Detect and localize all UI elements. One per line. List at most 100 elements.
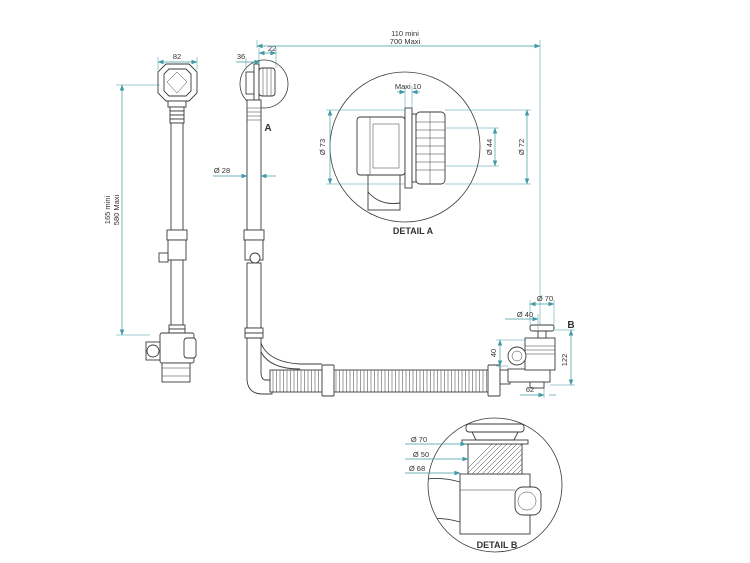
waste-height-40: 40 (489, 339, 525, 367)
thread-line (476, 443, 508, 475)
detail-b-dia-50: Ø 50 (405, 450, 469, 462)
waste-offset-62-label: 62 (526, 385, 534, 394)
pipe-diameter-label: Ø 28 (214, 166, 230, 175)
detail-b-dia-68-label: Ø 68 (409, 464, 425, 473)
side-ring (244, 332, 264, 339)
detail-b: Ø 70 Ø 50 Ø 68 DETAIL B (405, 417, 563, 553)
pipe-elbow (246, 337, 322, 395)
thread-line (491, 443, 523, 475)
detail-a: Maxi 10 Ø 73 Ø 44 Ø 72 DETAIL A (318, 71, 531, 236)
detail-a-cap (415, 111, 446, 185)
dimension-22: 22 (258, 44, 277, 68)
detail-b-thread-hatch (467, 443, 523, 475)
thread-line (467, 443, 498, 474)
waste-overflow-inlet (507, 346, 527, 366)
detail-a-flange (404, 107, 413, 189)
detail-a-dia-44-label: Ø 44 (485, 139, 494, 155)
thread-line (486, 443, 518, 475)
lower-rings (168, 324, 186, 334)
detail-a-housing (356, 116, 406, 176)
detail-a-flange-dimension: Maxi 10 (395, 82, 421, 108)
detail-a-dia-44: Ø 44 (445, 127, 499, 167)
waste-height-122: 122 (550, 329, 575, 386)
upper-rings (169, 106, 185, 124)
detail-b-thread (467, 443, 523, 475)
front-view: 82 165 mini 580 Maxi (103, 52, 198, 383)
width-label: 82 (173, 52, 181, 61)
detail-a-title: DETAIL A (393, 226, 434, 236)
waste-dia-70: Ø 70 (529, 294, 555, 325)
waste-spigot (529, 381, 545, 389)
side-upper-pipe (246, 99, 262, 231)
side-ring (244, 327, 264, 334)
waste-dia-40: Ø 40 (505, 310, 539, 331)
dim-36-label: 36 (237, 52, 245, 61)
upper-pipe (170, 122, 184, 231)
detail-b-outlet (514, 486, 542, 516)
length-mini-label: 110 mini (391, 29, 419, 38)
thread-line (516, 468, 523, 475)
pipe-coupling (158, 229, 188, 263)
waste-lower-body (507, 368, 551, 383)
detail-a-dia-73: Ø 73 (318, 109, 405, 185)
thread-line (506, 458, 523, 475)
waste-offset-62: 62 (520, 385, 556, 398)
pipe-diameter-dimension: Ø 28 (213, 166, 276, 179)
thread-line (511, 463, 523, 475)
callout-b-label: B (567, 320, 574, 331)
flexible-hose (269, 369, 491, 393)
detail-b-circle (427, 417, 563, 553)
detail-a-dia-72: Ø 72 (445, 109, 531, 185)
detail-a-pipe (367, 169, 401, 211)
thread-line (501, 453, 523, 475)
overflow-handle (157, 63, 198, 102)
thread-line (481, 443, 513, 475)
thread-line (471, 443, 503, 475)
detail-b-flange (461, 439, 529, 445)
waste-dia-40-label: Ø 40 (517, 310, 533, 319)
side-view: A 36 (213, 29, 541, 397)
waste-dia-70-label: Ø 70 (537, 294, 553, 303)
hose-nut (487, 364, 501, 397)
length-dimension: 110 mini 700 Maxi (256, 29, 541, 335)
hose-nut (321, 364, 335, 397)
waste-height-40-label: 40 (489, 349, 498, 357)
detail-b-dia-68: Ø 68 (405, 464, 461, 476)
dim-22-label: 22 (268, 44, 276, 53)
detail-b-stem (471, 431, 519, 441)
thread-line (496, 448, 523, 475)
valve-body (145, 332, 197, 383)
waste-stem (537, 330, 547, 339)
height-mini-label: 165 mini (103, 195, 112, 224)
callout-circle-a (239, 59, 289, 109)
waste-cap (529, 324, 555, 332)
height-maxi-label: 580 Maxi (112, 194, 121, 225)
detail-b-parts (428, 423, 542, 535)
thread-line (467, 443, 493, 469)
width-dimension: 82 (157, 52, 198, 70)
detail-b-title: DETAIL B (477, 540, 518, 550)
lower-pipe (170, 259, 184, 326)
length-maxi-label: 700 Maxi (390, 37, 421, 46)
side-rings (247, 107, 261, 121)
height-dimension: 165 mini 580 Maxi (103, 84, 160, 336)
detail-b-dia-70-label: Ø 70 (411, 435, 427, 444)
waste-assembly: B Ø 70 Ø 40 40 122 62 (489, 294, 575, 398)
detail-a-flange-label: Maxi 10 (395, 82, 421, 91)
detail-b-dia-70: Ø 70 (405, 435, 467, 447)
overflow-outlet (245, 63, 276, 101)
dimension-36: 36 (236, 52, 261, 70)
detail-a-gasket (411, 113, 417, 183)
detail-a-dia-73-label: Ø 73 (318, 139, 327, 155)
detail-a-parts (356, 107, 446, 211)
callout-a-label: A (264, 123, 271, 134)
side-lower-pipe (246, 262, 262, 329)
waste-height-122-label: 122 (560, 354, 569, 367)
detail-b-cap (465, 423, 525, 433)
detail-b-dia-50-label: Ø 50 (413, 450, 429, 459)
side-coupling (243, 229, 265, 264)
detail-b-side-pipe (428, 477, 461, 523)
detail-a-dia-72-label: Ø 72 (517, 139, 526, 155)
handle-neck (167, 100, 187, 108)
